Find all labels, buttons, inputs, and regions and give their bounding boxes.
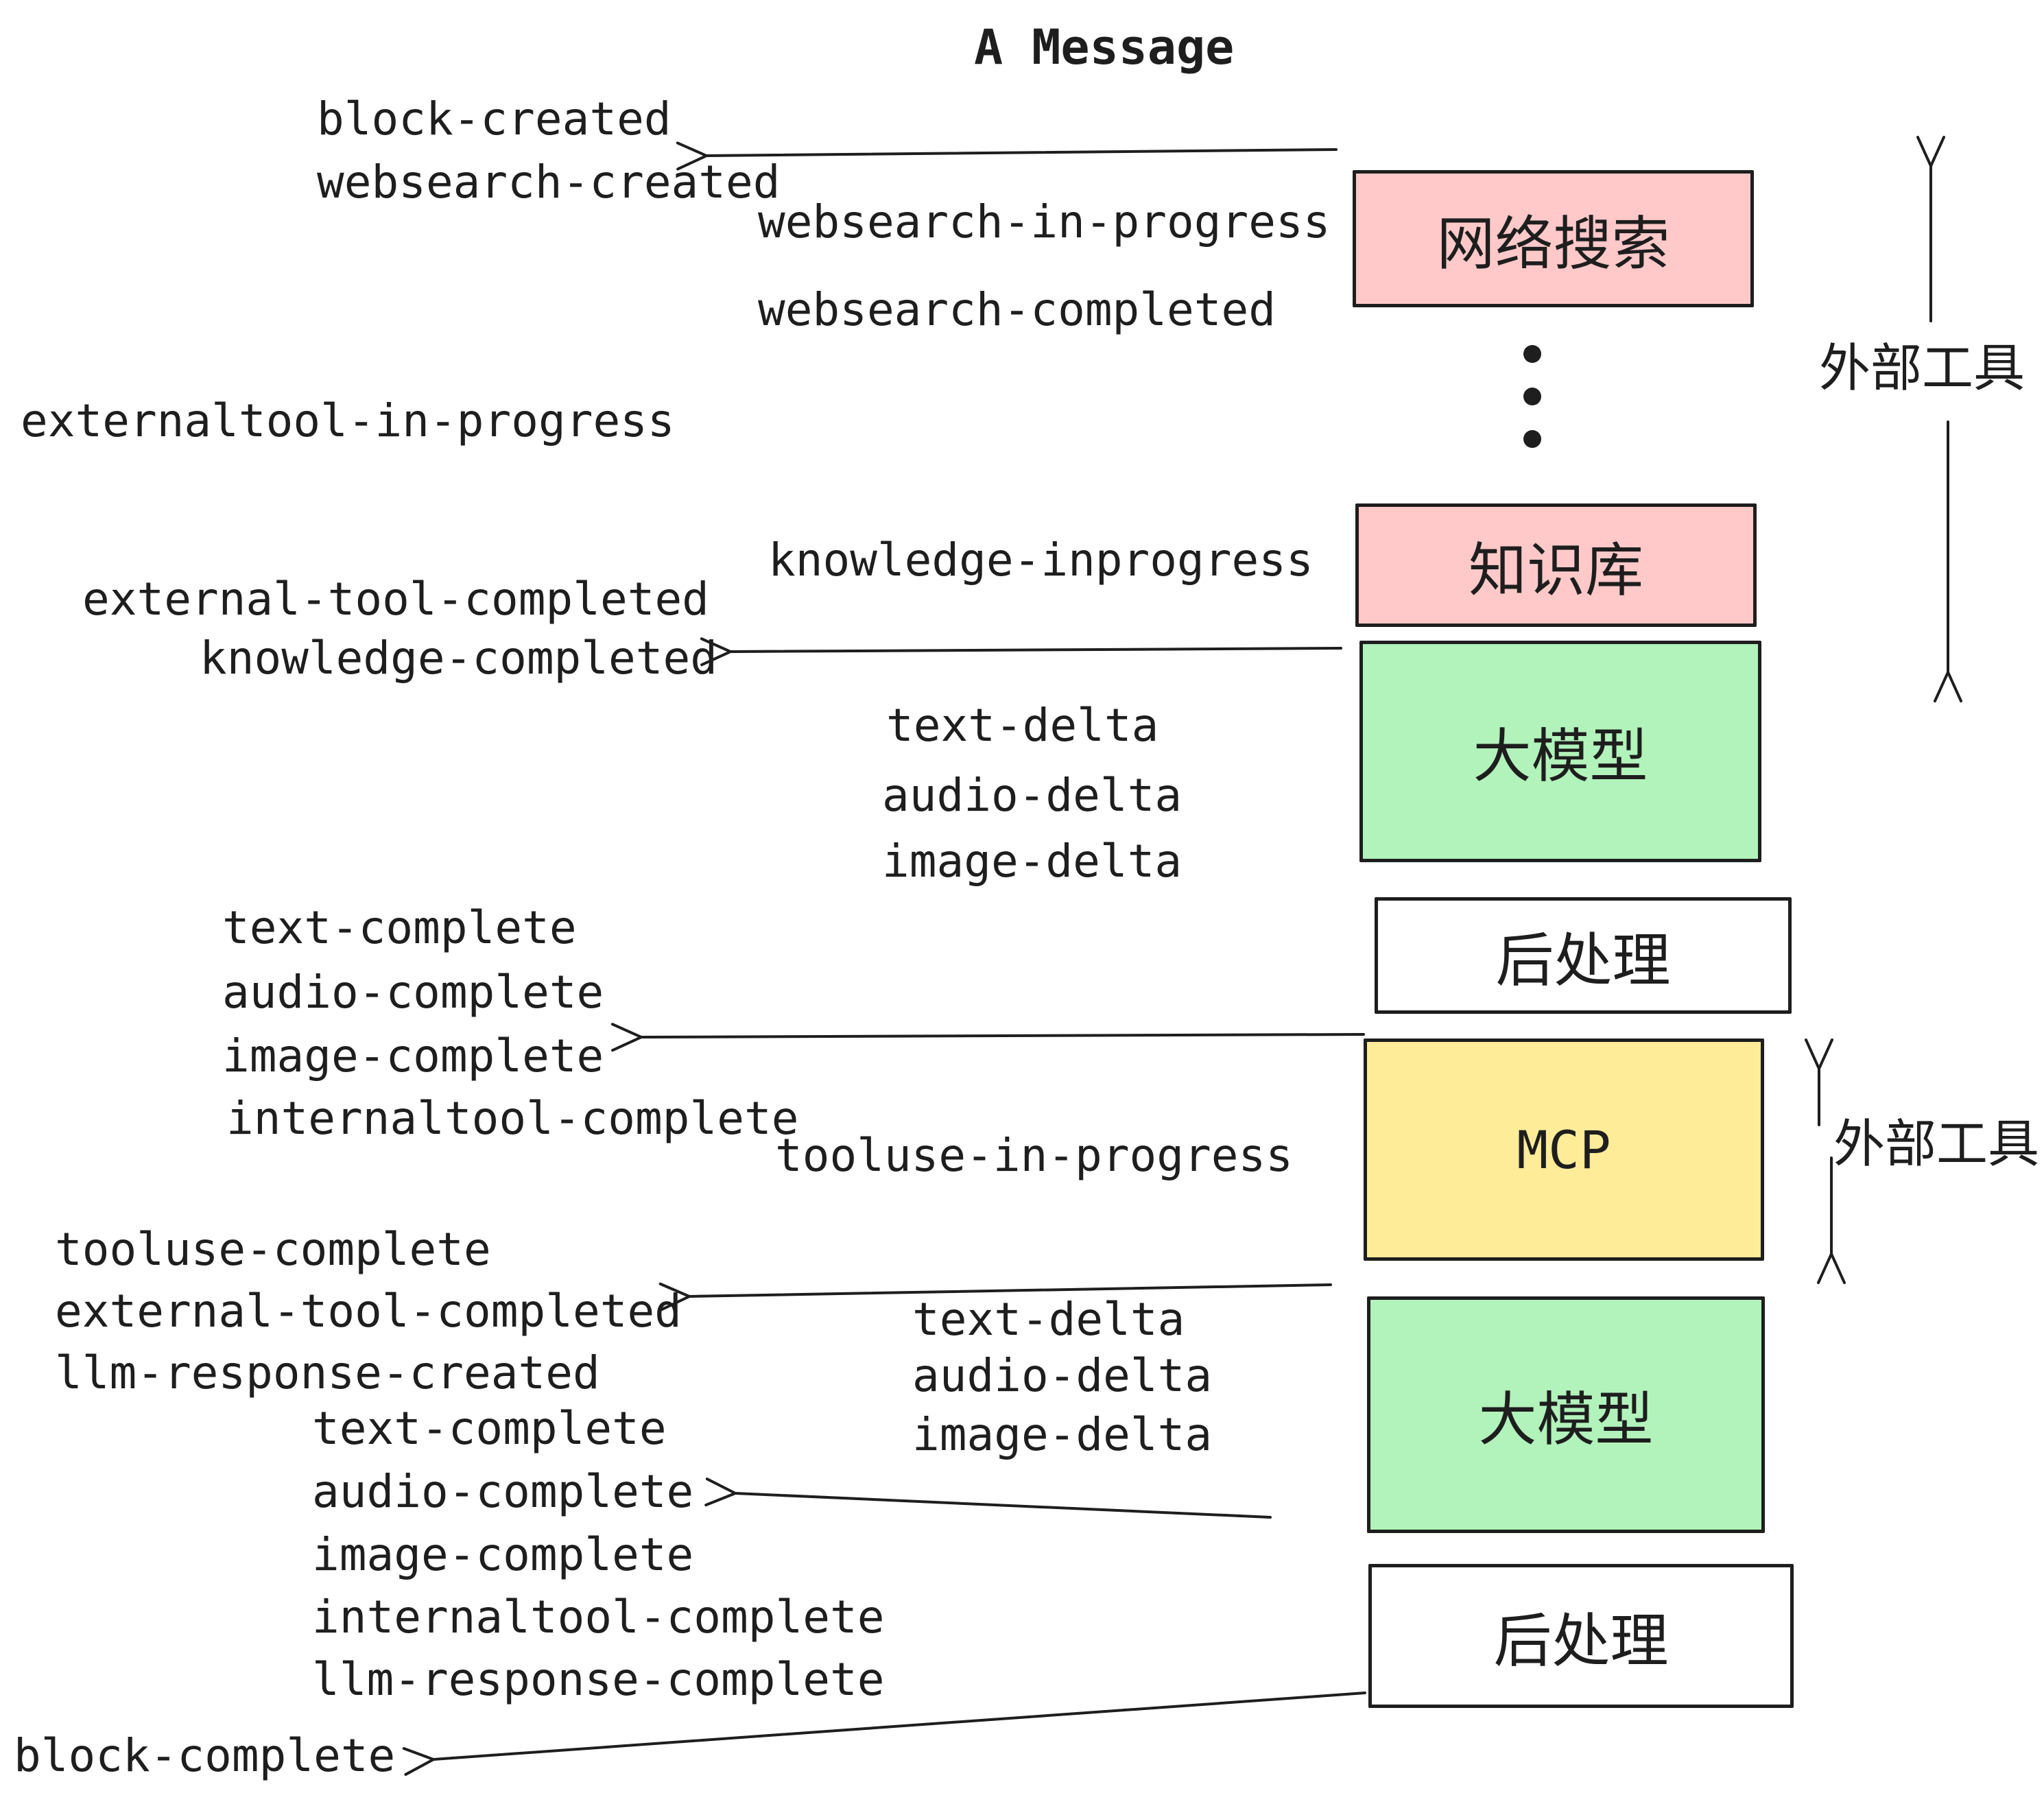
event-arrow-5 xyxy=(735,1493,1272,1519)
ellipsis-dot-1 xyxy=(1523,345,1541,363)
event-label-internaltool-complete: internaltool-complete xyxy=(226,1092,799,1145)
box-label-llm-2: 大模型 xyxy=(1478,1386,1654,1454)
event-label-image-complete: image-complete xyxy=(222,1030,604,1082)
event-label-websearch-in-progress: websearch-in-progress xyxy=(758,195,1331,248)
event-label-websearch-completed: websearch-completed xyxy=(758,283,1276,336)
event-label-tooluse-in-progress: tooluse-in-progress xyxy=(775,1129,1293,1182)
event-label-image-delta: image-delta xyxy=(882,835,1183,888)
box-knowledge: 知识库 xyxy=(1355,503,1757,627)
event-arrow-3 xyxy=(641,1034,1365,1037)
event-label-text-delta: text-delta xyxy=(886,699,1159,752)
box-label-llm-1: 大模型 xyxy=(1473,723,1648,791)
event-label-knowledge-inprogress: knowledge-inprogress xyxy=(768,534,1314,586)
box-post-2: 后处理 xyxy=(1368,1564,1794,1708)
event-label-block-created: block-created xyxy=(317,93,672,145)
event-label-externaltool-in-progress: externaltool-in-progress xyxy=(21,394,675,447)
event-label-audio-delta: audio-delta xyxy=(912,1349,1213,1402)
event-label-image-delta: image-delta xyxy=(912,1408,1213,1461)
event-arrow-2 xyxy=(730,648,1342,652)
event-label-audio-delta: audio-delta xyxy=(882,769,1183,822)
event-label-audio-complete: audio-complete xyxy=(222,966,604,1019)
event-label-llm-response-complete: llm-response-complete xyxy=(312,1653,885,1706)
event-label-text-delta: text-delta xyxy=(912,1293,1185,1346)
ellipsis-dot-2 xyxy=(1523,388,1541,405)
box-post-1: 后处理 xyxy=(1375,897,1792,1014)
box-websearch: 网络搜索 xyxy=(1353,170,1754,307)
box-label-post-1: 后处理 xyxy=(1495,927,1671,995)
event-label-text-complete: text-complete xyxy=(312,1402,667,1455)
annotation-label-1: 外部工具 xyxy=(1819,337,2025,399)
event-label-text-complete: text-complete xyxy=(222,901,577,954)
event-label-tooluse-complete: tooluse-complete xyxy=(55,1223,491,1276)
event-label-image-complete: image-complete xyxy=(312,1528,694,1581)
box-label-mcp: MCP xyxy=(1517,1119,1611,1180)
annotation-label-2: 外部工具 xyxy=(1833,1113,2040,1174)
box-label-post-2: 后处理 xyxy=(1493,1607,1669,1676)
event-label-llm-response-created: llm-response-created xyxy=(55,1346,600,1399)
box-label-knowledge: 知识库 xyxy=(1468,536,1643,605)
box-mcp: MCP xyxy=(1364,1039,1764,1261)
event-label-knowledge-completed: knowledge-completed xyxy=(200,632,717,685)
event-label-external-tool-completed: external-tool-completed xyxy=(82,573,709,626)
box-llm-2: 大模型 xyxy=(1367,1296,1765,1533)
event-label-block-complete: block-complete xyxy=(14,1729,396,1782)
event-label-internaltool-complete: internaltool-complete xyxy=(312,1591,885,1643)
event-label-audio-complete: audio-complete xyxy=(312,1465,694,1518)
diagram-title: A Message xyxy=(974,19,1235,75)
ellipsis-dot-3 xyxy=(1523,430,1541,448)
event-label-websearch-created: websearch-created xyxy=(317,156,781,209)
box-label-websearch: 网络搜索 xyxy=(1436,210,1670,278)
event-arrow-1 xyxy=(706,150,1338,156)
box-llm-1: 大模型 xyxy=(1359,641,1761,862)
event-label-external-tool-completed: external-tool-completed xyxy=(55,1285,682,1338)
